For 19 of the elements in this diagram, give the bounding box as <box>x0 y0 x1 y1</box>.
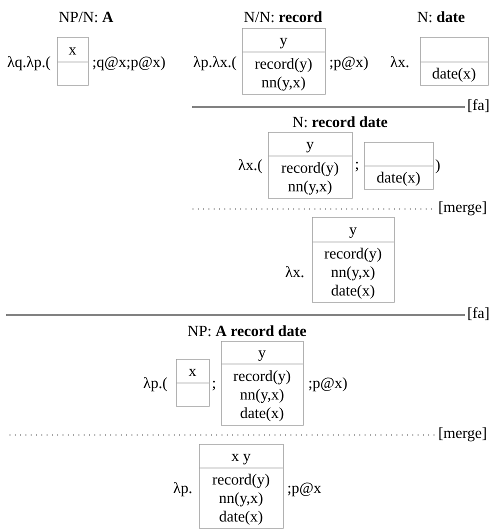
category-heading: NP/N: A <box>59 12 114 22</box>
drs-box: x y record(y) nn(y,x) date(x) <box>198 444 284 529</box>
rule-label: [merge] <box>439 201 486 216</box>
drs-box: x <box>176 359 210 407</box>
drs-box: date(x) <box>364 142 434 190</box>
category-heading: N: record date <box>292 116 388 128</box>
drs-box: y record(y) nn(y,x) date(x) <box>220 341 304 426</box>
drs-box: y record(y) nn(y,x) date(x) <box>312 217 395 303</box>
formula-text: ; <box>356 162 358 172</box>
rule-label: [fa] <box>468 307 488 320</box>
drs-box: x <box>56 37 89 86</box>
drs-box: y record(y) nn(y,x) <box>242 28 326 95</box>
category-heading: N: date <box>418 11 464 22</box>
rule-label: [merge] <box>439 427 486 442</box>
rule-label: [fa] <box>468 99 488 112</box>
drs-box: y record(y) nn(y,x) <box>268 132 353 199</box>
category-heading: NP: A record date <box>188 325 306 336</box>
formula-text: ; <box>212 380 215 390</box>
drs-box: date(x) <box>420 37 489 86</box>
